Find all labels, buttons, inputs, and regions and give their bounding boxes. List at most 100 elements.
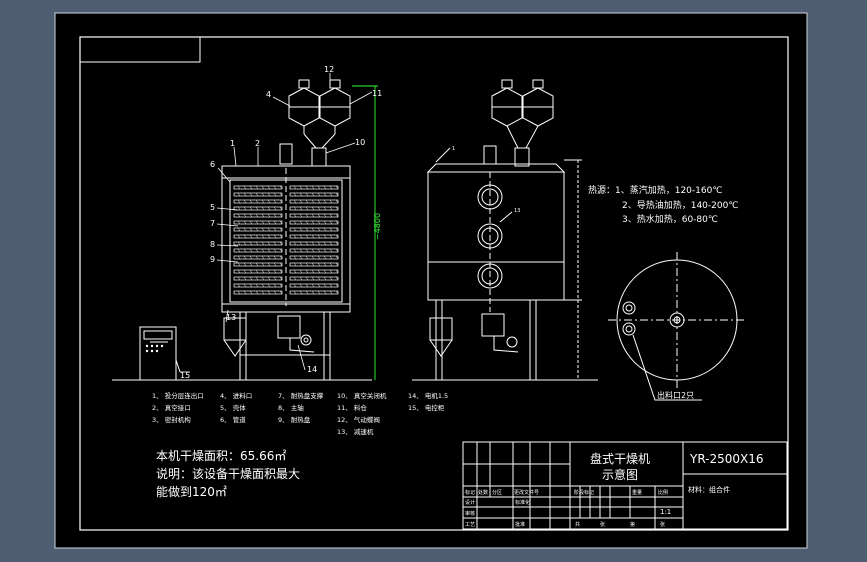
tray-hatch [261,276,265,281]
tray-hatch [273,248,277,253]
balloon-3: 13 [226,313,236,322]
tray-hatch [299,227,303,232]
tray-hatch [279,185,283,190]
tray-hatch [335,290,339,295]
tray-hatch [261,283,265,288]
tray-hatch [237,227,241,232]
tray-hatch [249,255,253,260]
tray-hatch [317,276,321,281]
tray-hatch [267,241,271,246]
tray-hatch [299,234,303,239]
tray-hatch [279,213,283,218]
left-legs [112,312,372,381]
tray-hatch [329,255,333,260]
tray-hatch [243,220,247,225]
tray-hatch [335,269,339,274]
tray-hatch [255,255,259,260]
tray-hatch [305,255,309,260]
tray-hatch [305,199,309,204]
balloon-8: 8 [210,240,215,249]
tray-hatch [243,206,247,211]
tray-hatch [329,185,333,190]
tray-hatch [299,220,303,225]
tray-hatch [317,227,321,232]
tray-hatch [237,248,241,253]
tray-hatch [335,192,339,197]
tray-hatch [311,206,315,211]
balloon-12: 12 [324,65,334,74]
svg-text:张: 张 [600,521,605,528]
tray-hatch [249,199,253,204]
tray-hatch [293,248,297,253]
tray-hatch [329,262,333,267]
tray-hatch [261,199,265,204]
tray-hatch [311,220,315,225]
tray-hatch [317,269,321,274]
balloon-6: 6 [210,160,215,169]
tray-hatch [299,185,303,190]
tray-hatch [249,283,253,288]
tray-hatch [305,276,309,281]
tray-hatch [255,220,259,225]
tray-hatch [311,227,315,232]
tray-hatch [299,276,303,281]
part-8: 8、 主轴 [278,403,304,412]
tray-hatch [311,262,315,267]
tray-hatch [293,262,297,267]
svg-text:共: 共 [575,521,580,528]
tray-hatch [243,185,247,190]
tray-hatch [323,276,327,281]
svg-text:比例: 比例 [658,489,668,496]
tray-hatch [255,248,259,253]
tray-hatch [317,283,321,288]
tray-hatch [311,283,315,288]
balloon-1: 1 [230,139,235,148]
left-leaders [180,73,373,373]
tray-hatch [323,220,327,225]
tray-hatch [243,227,247,232]
top-view [608,252,745,401]
tray-hatch [243,192,247,197]
tray-hatch [267,227,271,232]
tray-hatch [243,234,247,239]
tray-hatch [335,255,339,260]
drawing-name-line-2: 示意图 [602,467,638,482]
part-10: 10、 真空关闭机 [337,391,387,400]
tray-hatch [329,269,333,274]
tray-hatch [243,283,247,288]
svg-text:设计: 设计 [465,499,475,506]
tray-hatch [329,290,333,295]
tray-hatch [329,192,333,197]
tray-hatch [243,199,247,204]
tray-hatch [305,262,309,267]
tray-hatch [243,269,247,274]
tray-hatch [249,192,253,197]
tray-hatch [279,227,283,232]
tray-hatch [293,185,297,190]
tray-hatch [279,220,283,225]
tray-hatch [305,241,309,246]
tray-hatch [237,213,241,218]
tray-hatch [273,206,277,211]
tray-hatch [237,185,241,190]
svg-text:1: 1 [452,146,455,152]
tray-hatch [273,241,277,246]
tray-hatch [249,290,253,295]
tray-hatch [293,241,297,246]
model-number: YR-2500X16 [689,452,764,466]
tray-hatch [329,220,333,225]
tray-hatch [335,283,339,288]
tray-hatch [335,276,339,281]
tray-hatch [305,269,309,274]
tray-hatch [311,185,315,190]
tray-hatch [267,276,271,281]
tray-hatch [293,269,297,274]
tray-hatch [255,234,259,239]
svg-text:标准化: 标准化 [515,499,530,506]
tray-hatch [335,227,339,232]
tray-hatch [273,213,277,218]
tray-hatch [255,262,259,267]
tray-hatch [243,262,247,267]
tray-hatch [243,255,247,260]
